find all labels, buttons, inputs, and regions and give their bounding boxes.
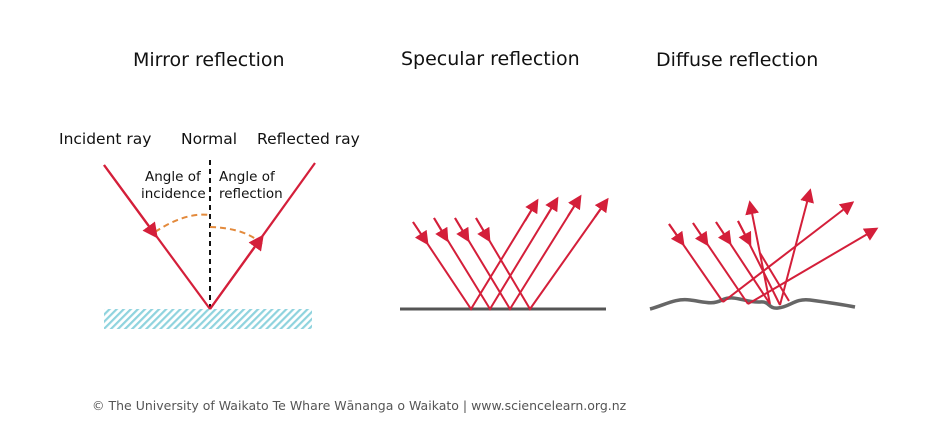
angle-arc-incidence: [154, 213, 211, 233]
specular-arrow-in: [475, 217, 491, 243]
specular-ray: [475, 199, 608, 311]
label-incident-ray: Incident ray: [59, 130, 152, 148]
diffuse-arrow-in: [737, 220, 752, 247]
specular-arrow-in: [433, 217, 449, 243]
specular-arrow-out: [567, 194, 582, 217]
label-angle-of-reflection-line1: Angle of: [219, 169, 275, 185]
incident-ray-arrow: [103, 164, 158, 239]
label-angle-of-incidence-line2: incidence: [141, 186, 206, 202]
label-reflected-ray: Reflected ray: [257, 130, 360, 148]
title-mirror-reflection: Mirror reflection: [133, 49, 285, 71]
footer-credit: © The University of Waikato Te Whare Wān…: [92, 398, 627, 413]
label-angle-of-reflection: Angle of reflection: [219, 169, 283, 203]
diffuse-arrow-in: [715, 221, 732, 246]
specular-arrow-out: [524, 198, 539, 222]
diffuse-arrow-in: [668, 223, 685, 247]
label-angle-of-incidence: Angle of incidence: [141, 169, 206, 203]
mirror-surface: [104, 309, 312, 329]
diffuse-ray-out-short: [759, 252, 790, 302]
specular-ray: [412, 200, 538, 311]
specular-panel: [400, 194, 609, 311]
diffuse-ray-out: [747, 227, 879, 305]
diffuse-panel: [649, 188, 879, 311]
title-specular-reflection: Specular reflection: [401, 48, 580, 70]
diffuse-ray-out: [722, 201, 855, 303]
specular-ray: [433, 198, 558, 311]
diffuse-surface: [649, 296, 856, 311]
label-normal: Normal: [181, 130, 238, 148]
diffuse-ray-out: [779, 188, 814, 306]
specular-ray: [454, 196, 581, 311]
label-angle-of-incidence-line1: Angle of: [145, 169, 201, 185]
specular-arrow-in: [412, 221, 429, 246]
specular-arrow-out: [544, 196, 559, 220]
label-angle-of-reflection-line2: reflection: [219, 186, 283, 202]
specular-arrow-in: [454, 217, 470, 243]
title-diffuse-reflection: Diffuse reflection: [656, 49, 819, 71]
reflected-ray-arrow: [209, 234, 264, 310]
angle-arc-reflection: [209, 226, 263, 245]
mirror-panel: [103, 160, 316, 329]
specular-arrow-out: [594, 197, 609, 218]
diffuse-arrow-in: [692, 222, 709, 247]
